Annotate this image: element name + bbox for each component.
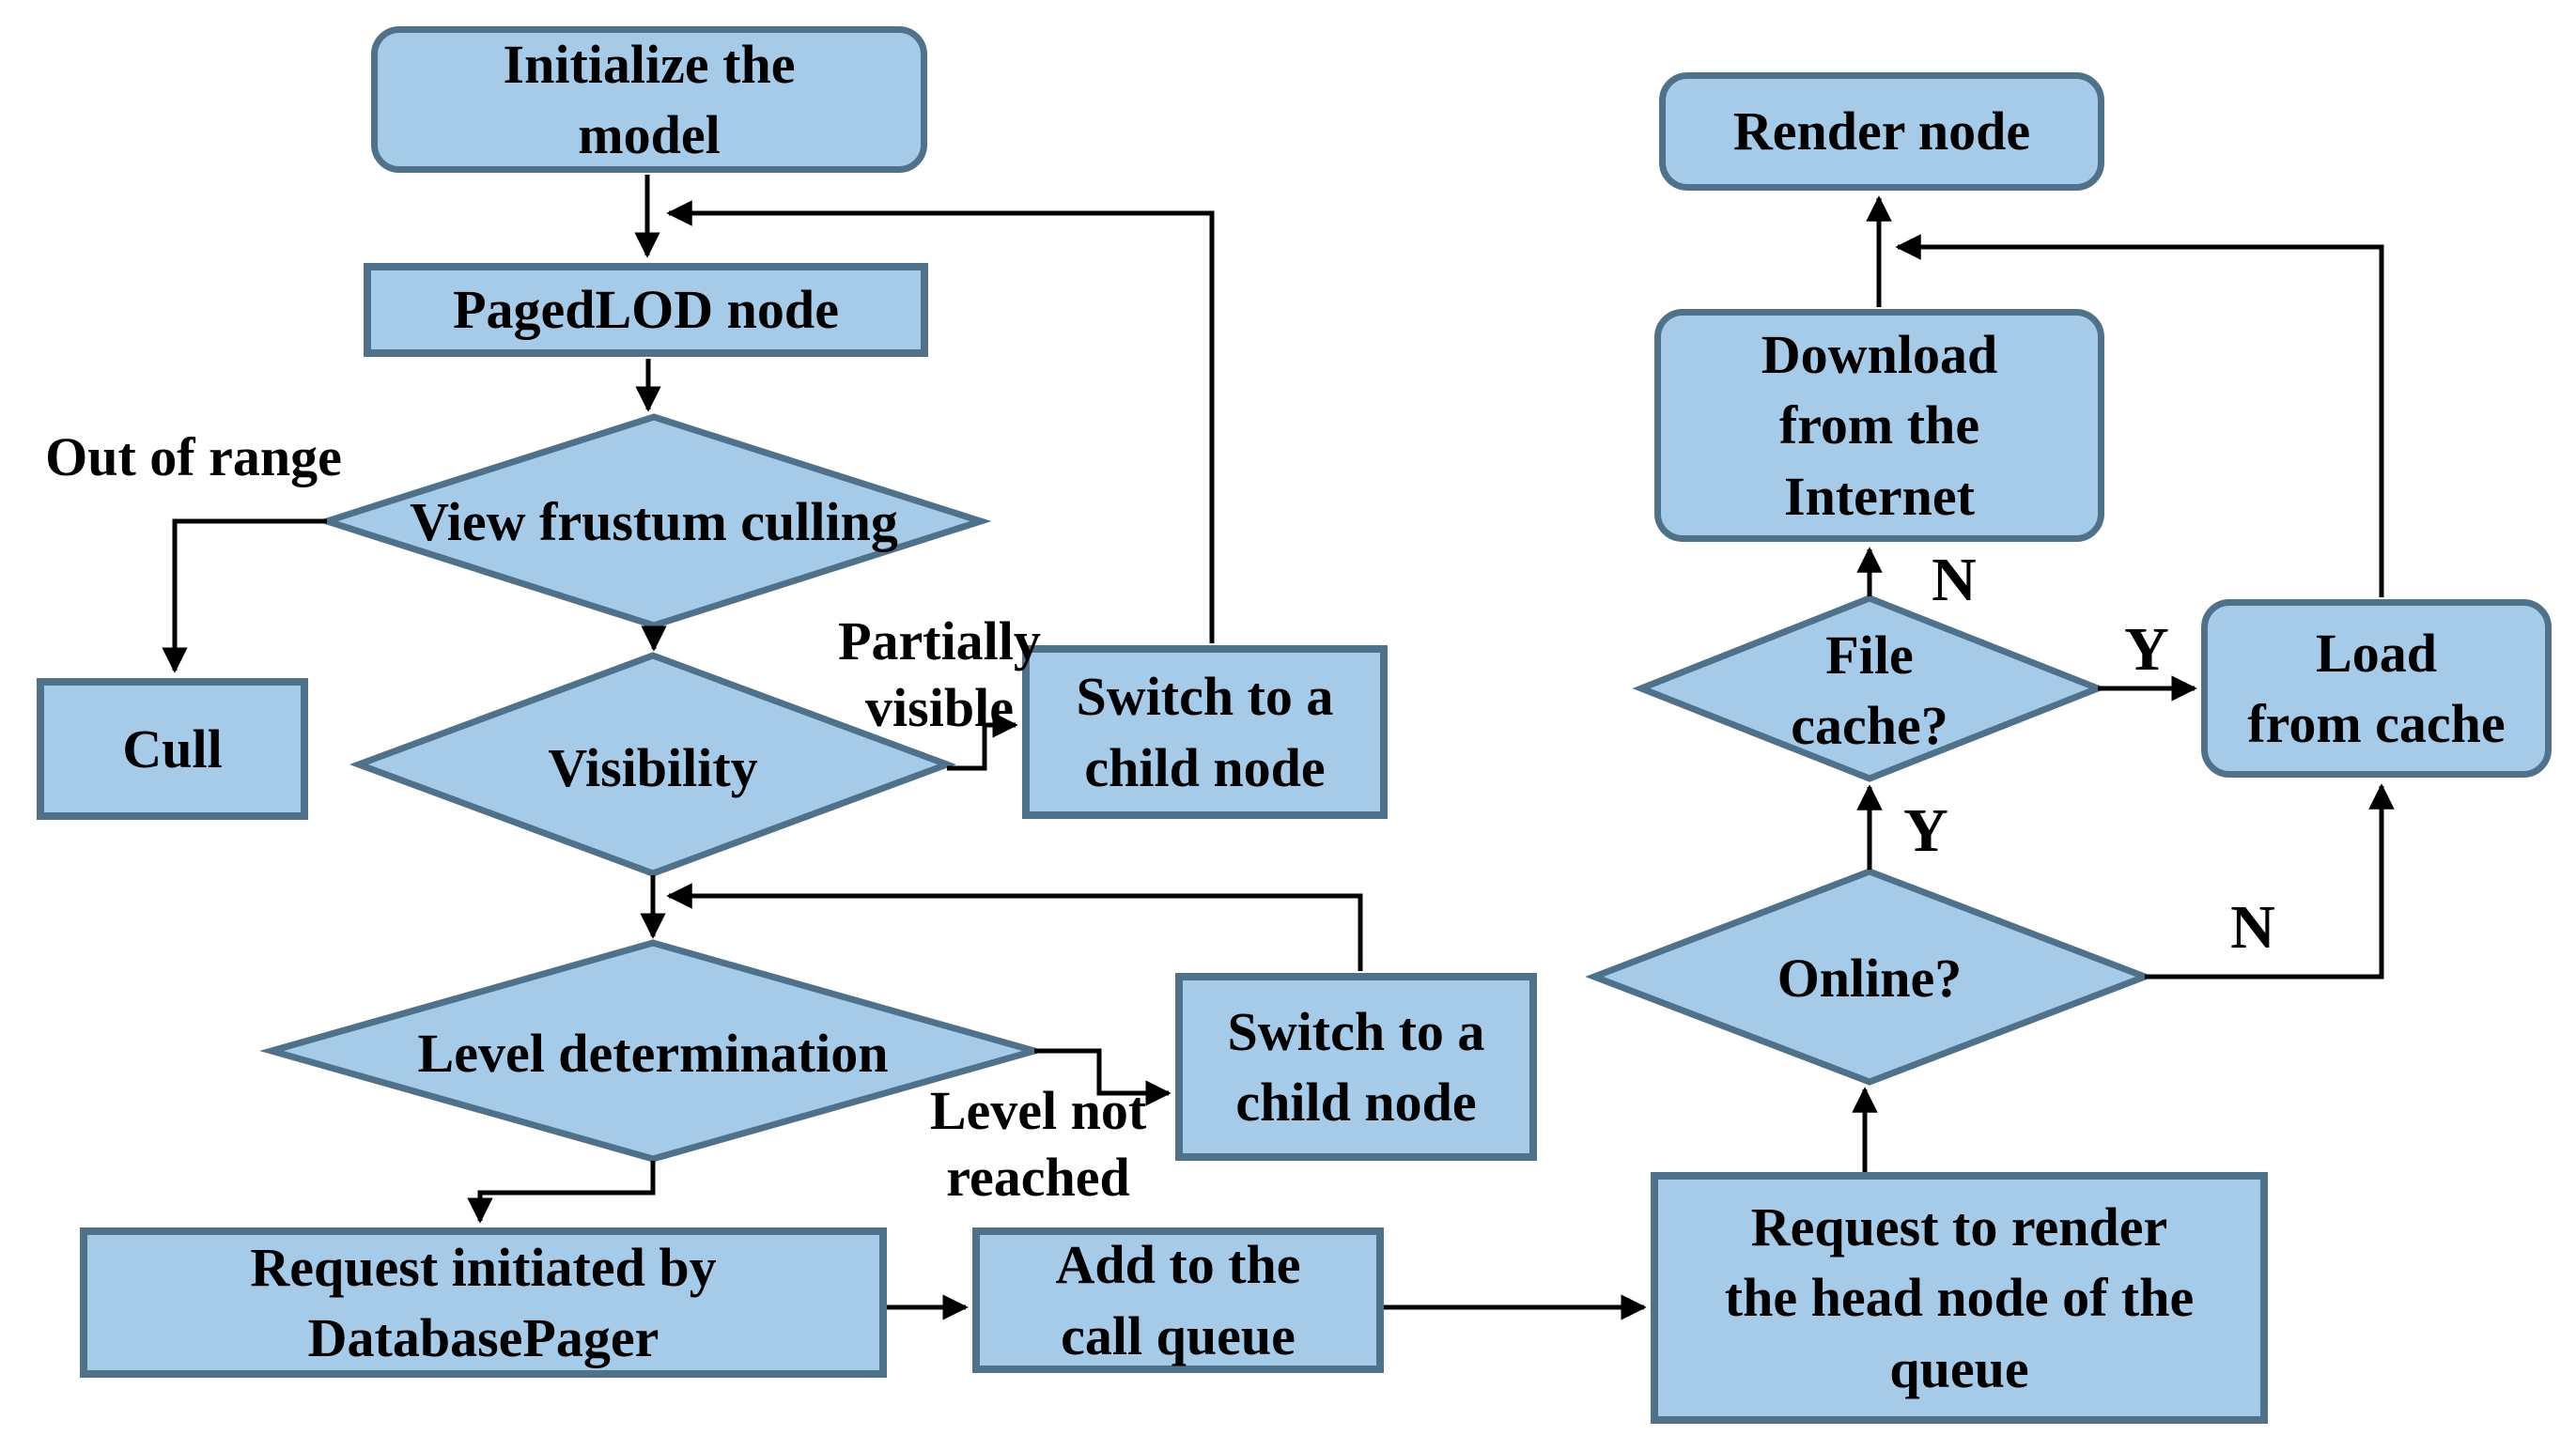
edge-label-file-cache-no: N [1932,546,1977,614]
node-download-internet: Download from the Internet [1654,309,2104,542]
node-request-render-head: Request to render the head node of the q… [1651,1172,2268,1424]
node-switch-child-2-label: Switch to a child node [1227,1000,1485,1133]
edge-label-online-yes: Y [1903,796,1948,865]
decision-file-cache-shape [1632,594,2107,782]
node-add-call-queue-label: Add to the call queue [1055,1234,1301,1366]
arrow-level-to-switch2 [1034,1048,1172,1106]
node-switch-child-1: Switch to a child node [1022,645,1388,819]
node-render-node: Render node [1659,72,2104,191]
edge-label-out-of-range: Out of range [45,426,342,487]
node-download-internet-label: Download from the Internet [1761,323,1998,527]
arrow-switch2-loop-to-level [666,883,1363,971]
decision-level-determination-shape [259,939,1047,1163]
arrow-load-cache-loop-to-render-node [1895,234,2384,597]
edge-label-file-cache-yes: Y [2124,615,2169,684]
arrow-level-to-request-db [467,1161,656,1224]
node-request-render-head-label: Request to render the head node of the q… [1724,1196,2195,1399]
node-request-databasepager: Request initiated by DatabasePager [80,1227,887,1378]
node-load-from-cache-label: Load from cache [2247,622,2506,754]
node-initialize-model: Initialize the model [371,26,927,173]
decision-online-shape [1585,868,2154,1086]
node-pagedlod: PagedLOD node [364,263,928,357]
edge-label-online-no: N [2230,893,2275,962]
arrow-view-frustum-to-cull [162,518,327,673]
node-cull: Cull [37,678,308,820]
node-switch-child-1-label: Switch to a child node [1076,666,1334,798]
edge-label-level-not-reached: Level not reached [929,1080,1147,1208]
edge-label-partially-visible: Partially visible [838,610,1041,738]
node-load-from-cache: Load from cache [2201,599,2552,778]
node-initialize-model-label: Initialize the model [503,33,796,165]
node-request-databasepager-label: Request initiated by DatabasePager [250,1236,717,1368]
decision-view-frustum-culling-shape [316,413,992,629]
node-add-call-queue: Add to the call queue [972,1227,1384,1373]
node-pagedlod-label: PagedLOD node [453,279,839,341]
decision-visibility-shape [349,652,957,877]
node-switch-child-2: Switch to a child node [1175,973,1537,1161]
arrow-switch1-loop-to-pagedlod [666,200,1215,643]
arrow-online-no-to-load-cache [2145,783,2395,980]
node-render-node-label: Render node [1732,100,2031,162]
arrow-visibility-to-switch1 [947,712,1018,771]
node-cull-label: Cull [122,718,223,779]
